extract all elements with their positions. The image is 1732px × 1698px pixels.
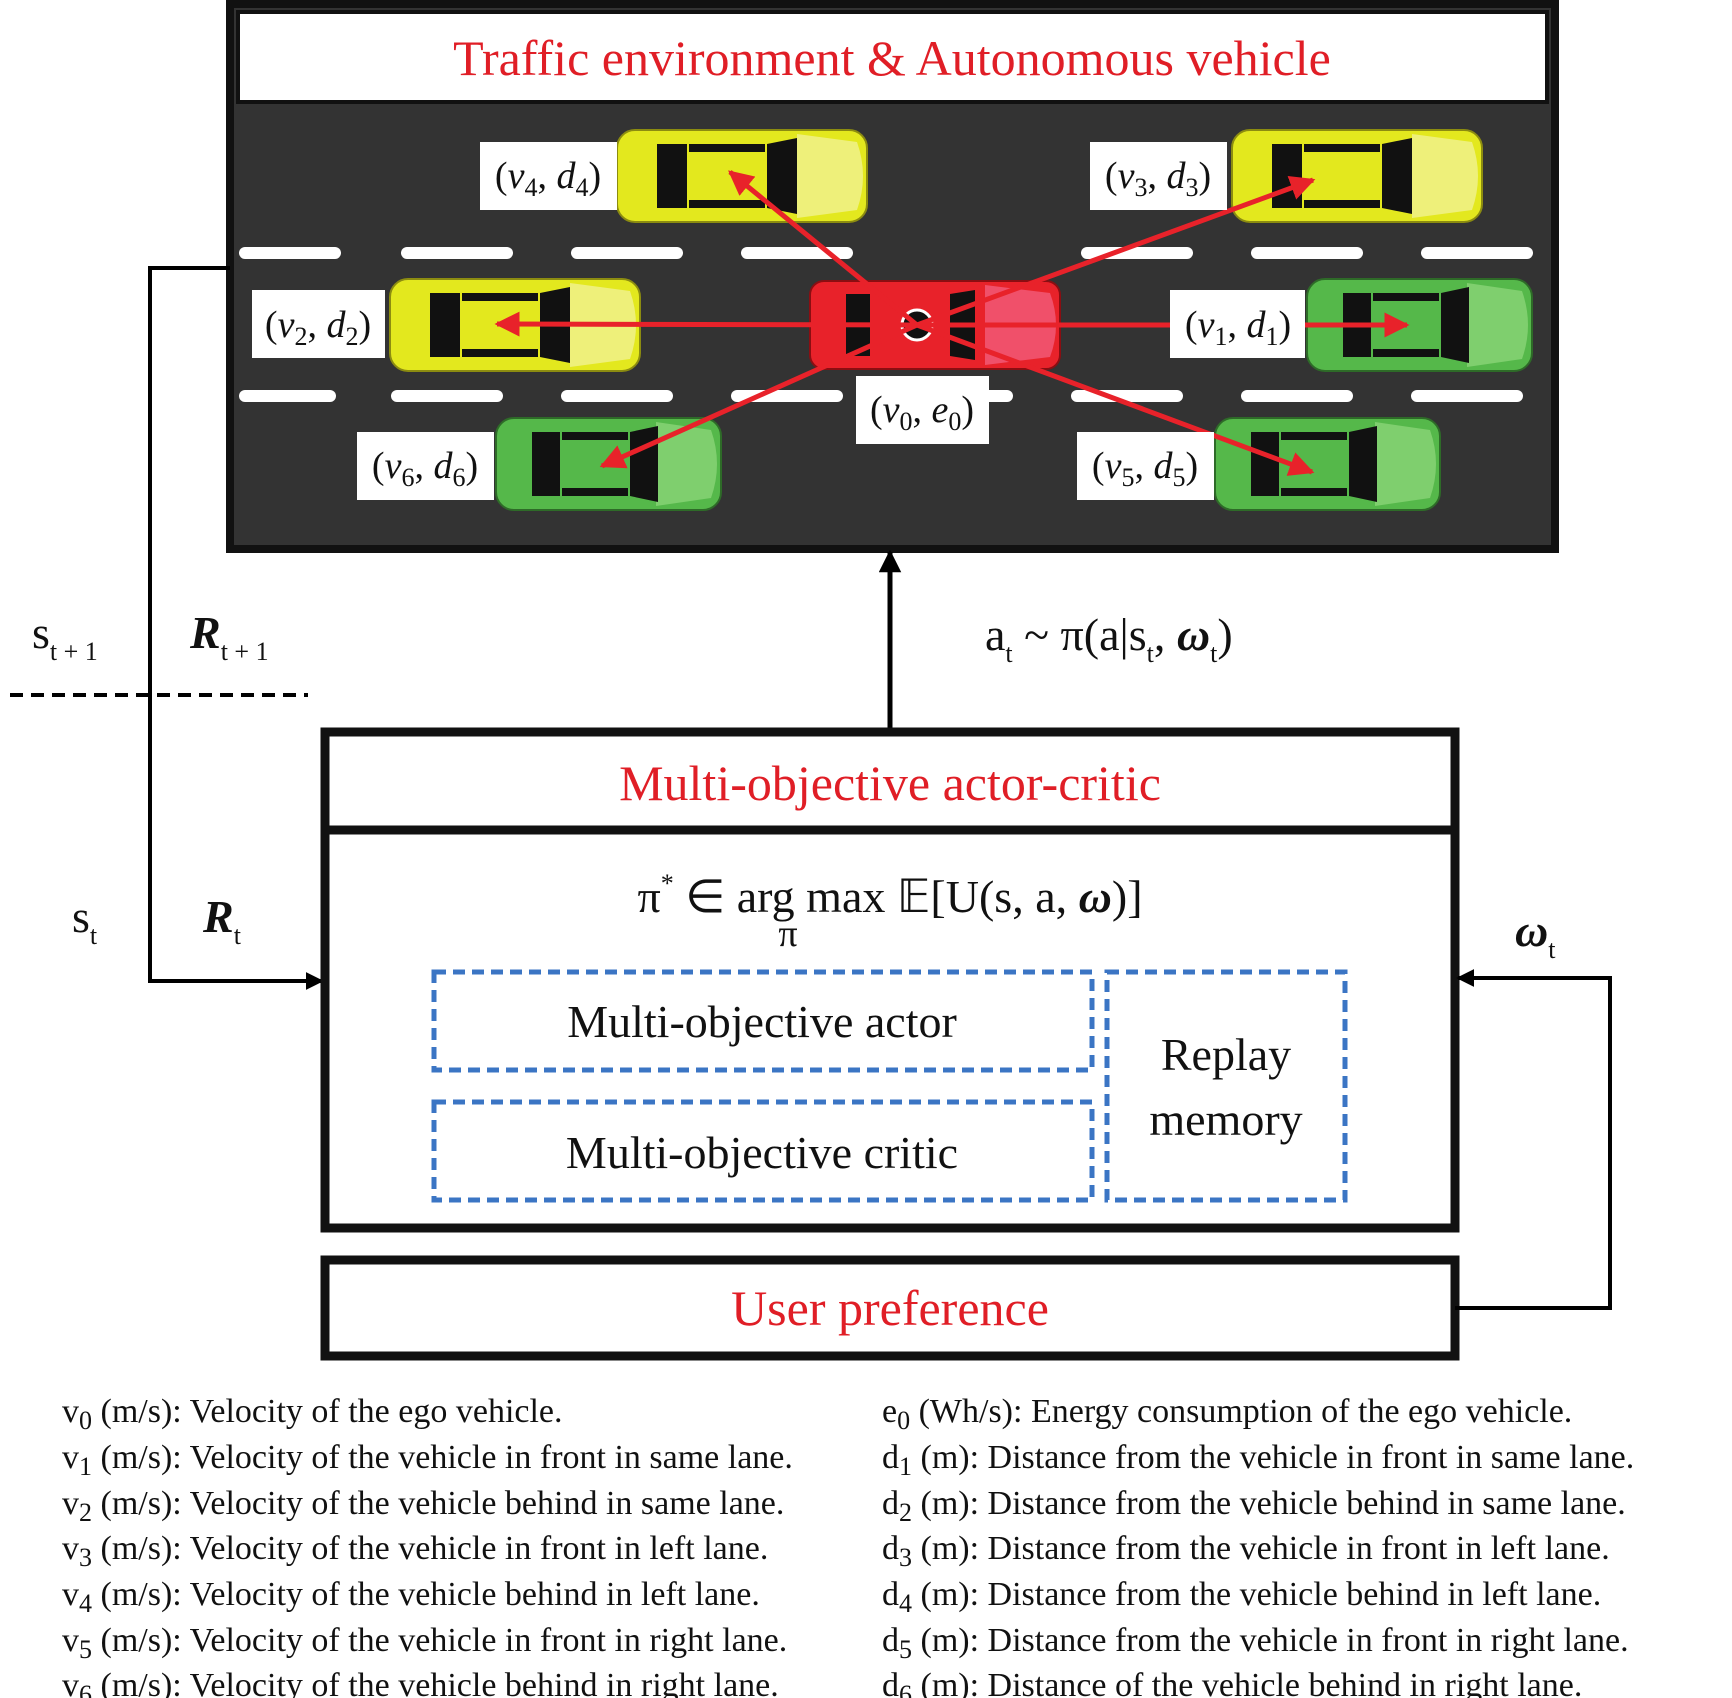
vehicle-label-v3: (v3, d3) [1090,142,1227,210]
legend-right: e0 (Wh/s): Energy consumption of the ego… [882,1393,1634,1698]
legend-right-0: e0 (Wh/s): Energy consumption of the ego… [882,1393,1572,1435]
user-preference-title: User preference [731,1280,1049,1336]
label-R-t: Rt [202,891,242,950]
objective-argmax-subscript: π [778,913,797,955]
legend-right-1: d1 (m): Distance from the vehicle in fro… [882,1439,1634,1481]
environment-title-box [236,10,1549,104]
feedback-loop-left [148,266,324,990]
vehicle-label-v0: (v0, e0) [856,376,989,444]
critic-module [431,1099,1095,1203]
actor-module-label: Multi-objective actor [567,996,957,1047]
legend-right-6: d6 (m): Distance of the vehicle behind i… [882,1667,1582,1698]
legend-right-3: d3 (m): Distance from the vehicle in fro… [882,1530,1610,1572]
environment-title: Traffic environment & Autonomous vehicle [453,30,1331,86]
replay-memory-label-1: Replay [1161,1029,1291,1080]
legend-left-0: v0 (m/s): Velocity of the ego vehicle. [62,1393,563,1435]
legend-left: v0 (m/s): Velocity of the ego vehicle. v… [62,1393,793,1698]
vehicle-label-v5: (v5, d5) [1077,432,1214,500]
car-v5 [1214,417,1441,511]
svg-text:(v1, d1): (v1, d1) [1185,304,1291,351]
legend-left-5: v5 (m/s): Velocity of the vehicle in fro… [62,1622,787,1664]
label-s-next: st + 1 [32,607,98,666]
legend-left-4: v4 (m/s): Velocity of the vehicle behind… [62,1576,760,1618]
car-v4 [616,129,868,223]
legend-right-5: d5 (m): Distance from the vehicle in fro… [882,1622,1629,1664]
legend-left-6: v6 (m/s): Velocity of the vehicle behind… [62,1667,779,1698]
replay-memory-module [1104,969,1348,1203]
replay-memory-label-2: memory [1149,1094,1302,1145]
car-v3 [1231,129,1483,223]
actor-module [431,969,1095,1073]
preference-feedback [1455,969,1612,1310]
vehicle-label-v4: (v4, d4) [480,142,617,210]
label-s-t: st [72,891,98,950]
critic-module-label: Multi-objective critic [566,1127,958,1178]
vehicle-label-v2: (v2, d2) [252,290,385,358]
action-policy-label: at ~ π(a|st, ωt) [985,609,1233,668]
legend-right-4: d4 (m): Distance from the vehicle behind… [882,1576,1601,1618]
vehicle-label-v6: (v6, d6) [357,432,494,500]
actor-critic-title: Multi-objective actor-critic [619,755,1161,811]
relation-arrows [494,170,1410,476]
legend-left-2: v2 (m/s): Velocity of the vehicle behind… [62,1485,784,1527]
svg-text:(v0, e0): (v0, e0) [870,389,974,436]
label-R-next: Rt + 1 [189,607,269,666]
legend-left-1: v1 (m/s): Velocity of the vehicle in fro… [62,1439,793,1481]
objective-formula: π* ∈ arg max 𝔼[U(s, a, ω)] [637,869,1142,922]
legend-right-2: d2 (m): Distance from the vehicle behind… [882,1485,1626,1527]
legend-left-3: v3 (m/s): Velocity of the vehicle in fro… [62,1530,768,1572]
label-omega-t: ωt [1515,905,1556,964]
vehicle-label-v1: (v1, d1) [1170,290,1305,358]
